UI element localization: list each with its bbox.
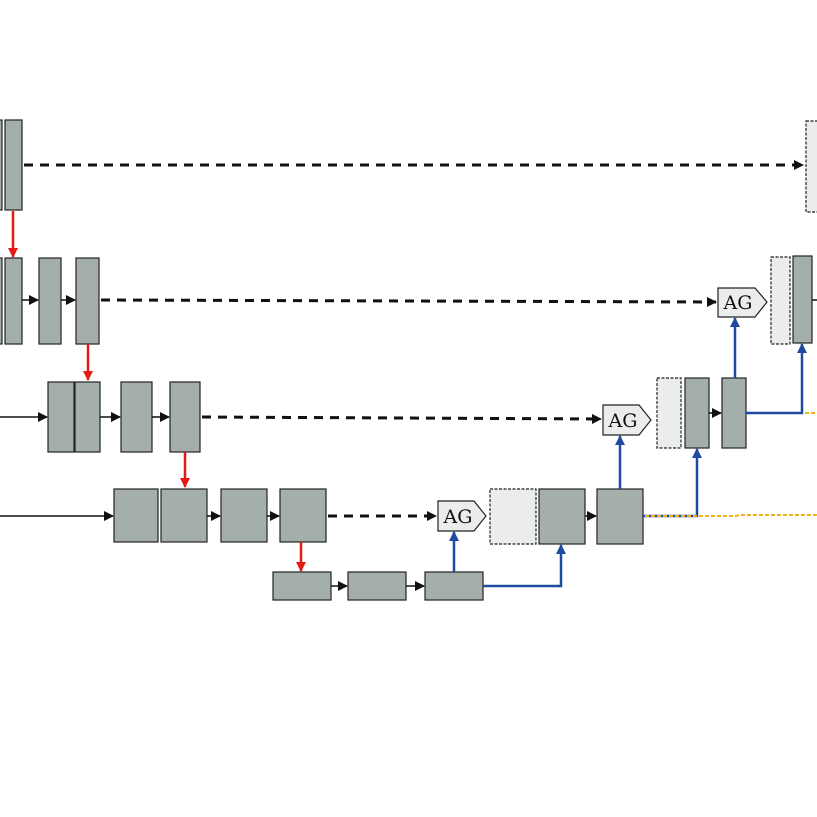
skip-connection-level-3 bbox=[201, 413, 602, 424]
feature-block bbox=[684, 377, 710, 449]
encoder-level-2 bbox=[0, 257, 100, 345]
feature-block bbox=[113, 488, 159, 543]
feature-block bbox=[424, 571, 484, 601]
feature-block bbox=[4, 257, 23, 345]
upsample-arrow bbox=[483, 544, 566, 588]
feature-block bbox=[279, 488, 327, 543]
feature-block bbox=[272, 571, 332, 601]
feature-block bbox=[596, 488, 644, 545]
decoder-concat-block-level-3 bbox=[656, 377, 682, 449]
feature-block bbox=[120, 381, 153, 453]
attention-gate-level-2: AG bbox=[717, 287, 768, 318]
bottleneck bbox=[272, 571, 484, 601]
attention-gate-shape bbox=[602, 404, 652, 436]
attention-gate-shape bbox=[437, 500, 487, 532]
decoder-concat-block-level-2 bbox=[770, 256, 791, 345]
encoder-level-3 bbox=[47, 381, 201, 453]
attention-gate-level-4: AG bbox=[437, 500, 487, 532]
feature-block bbox=[74, 381, 101, 453]
feature-block bbox=[160, 488, 208, 543]
feature-block bbox=[0, 257, 3, 345]
feature-block bbox=[47, 381, 75, 453]
decoder-concat-block-level-1 bbox=[805, 120, 817, 213]
feature-block bbox=[75, 257, 100, 345]
attention-gate-shape bbox=[717, 287, 768, 318]
upsample-arrow bbox=[746, 343, 807, 415]
feature-block bbox=[721, 377, 747, 449]
upsample-arrow bbox=[643, 448, 702, 518]
feature-block bbox=[220, 488, 268, 543]
feature-block bbox=[792, 255, 813, 344]
feature-block bbox=[38, 257, 62, 345]
attention-gate-label: AG bbox=[443, 506, 473, 528]
feature-block bbox=[0, 119, 3, 211]
feature-block bbox=[538, 488, 586, 545]
feature-block bbox=[4, 119, 23, 211]
attention-gate-label: AG bbox=[608, 410, 638, 432]
feature-block bbox=[169, 381, 201, 453]
skip-connection-level-2 bbox=[100, 296, 717, 307]
encoder-level-4 bbox=[113, 488, 327, 543]
deep-supervision-line bbox=[645, 514, 817, 517]
encoder-level-1 bbox=[0, 119, 23, 211]
attention-gate-label: AG bbox=[723, 292, 753, 314]
attention-gate-level-3: AG bbox=[602, 404, 652, 436]
feature-block bbox=[347, 571, 407, 601]
decoder-concat-block-level-4 bbox=[489, 488, 537, 545]
